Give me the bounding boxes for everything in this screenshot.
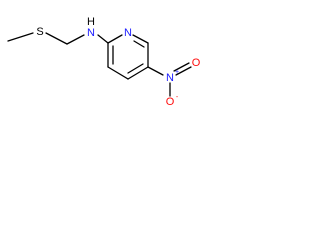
bond-methyl-sulfur [7, 32, 34, 42]
nitro-oxygen-bottom-label: O [166, 96, 175, 108]
atom-label-layer: S N H N N + O O - [36, 16, 200, 108]
bond-c2-n1 [107, 34, 123, 44]
bond-ring-nitro [147, 66, 164, 76]
bond-c5-c4 [127, 66, 149, 80]
bond-sulfur-methylene [45, 32, 68, 45]
molecule-structure-diagram: S N H N N + O O - [7, 16, 201, 108]
nitro-oxygen-top-label: O [192, 57, 201, 69]
bond-amine-ring [97, 34, 109, 44]
bond-layer [7, 32, 192, 97]
bond-n1-c6-inner [133, 40, 145, 48]
nitro-nitrogen-plus-charge: + [175, 69, 179, 76]
bond-methylene-amine [66, 34, 85, 45]
amine-hydrogen-label: H [87, 16, 95, 28]
nitro-nitrogen-label: N [166, 72, 174, 84]
bond-c5-c4-inner [127, 63, 144, 74]
nitro-oxygen-minus-charge: - [176, 94, 179, 101]
sulfur-atom-label: S [36, 26, 43, 38]
ring-nitrogen-label: N [124, 27, 132, 39]
amine-nitrogen-label: N [87, 27, 95, 39]
bond-c4-c3 [107, 66, 129, 80]
bond-nitro-o-top-double [173, 62, 190, 72]
bond-nitro-o-top [175, 66, 192, 76]
bond-n1-c6 [132, 34, 149, 44]
